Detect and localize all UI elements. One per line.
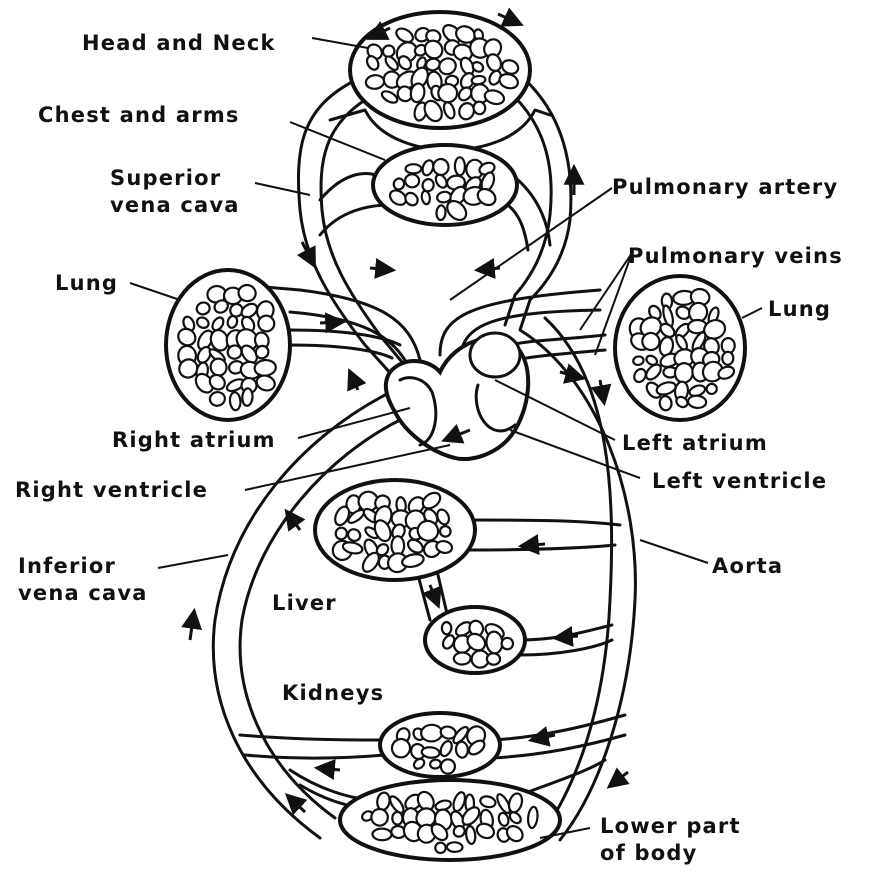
label-superior-vena-cava-line2: vena cava bbox=[110, 193, 240, 217]
label-left-ventricle: Left ventricle bbox=[652, 469, 827, 493]
label-right-ventricle: Right ventricle bbox=[15, 478, 208, 502]
capillary-cell bbox=[487, 653, 501, 665]
capillary-cell bbox=[722, 352, 733, 365]
label-inferior-vena-cava-line1: Inferior bbox=[18, 554, 116, 578]
capillary-cell bbox=[436, 205, 446, 220]
capillary-cell bbox=[688, 395, 707, 409]
label-right-atrium: Right atrium bbox=[112, 428, 276, 452]
capillary-cell bbox=[229, 392, 241, 411]
label-lower-body-line2: of body bbox=[600, 841, 697, 865]
capillary-cell bbox=[447, 842, 463, 852]
label-left-atrium: Left atrium bbox=[622, 431, 768, 455]
label-liver: Liver bbox=[272, 591, 337, 615]
label-lower-body-line1: Lower part bbox=[600, 814, 741, 838]
capillary-cell bbox=[242, 388, 253, 406]
capillary-cell bbox=[392, 812, 402, 825]
label-lung-left: Lung bbox=[55, 271, 118, 295]
label-lung-right: Lung bbox=[768, 297, 831, 321]
capillary-cell bbox=[406, 164, 422, 173]
capillary-cell bbox=[421, 746, 440, 758]
capillary-cell bbox=[372, 828, 391, 840]
capillary-cell bbox=[438, 83, 458, 103]
capillary-cell bbox=[454, 652, 471, 664]
label-superior-vena-cava-line1: Superior bbox=[110, 166, 221, 190]
capillary-cell bbox=[659, 396, 672, 411]
label-kidneys: Kidneys bbox=[282, 681, 384, 705]
capillary-cell bbox=[432, 158, 449, 176]
label-pulmonary-veins: Pulmonary veins bbox=[628, 244, 843, 268]
capillary-cell bbox=[442, 622, 452, 635]
capillary-cell bbox=[455, 741, 468, 758]
label-inferior-vena-cava-line2: vena cava bbox=[18, 581, 148, 605]
capillary-cell bbox=[486, 631, 504, 654]
capillary-cell bbox=[421, 724, 443, 741]
label-pulmonary-artery: Pulmonary artery bbox=[612, 175, 838, 199]
inferior-vena-cava bbox=[213, 395, 385, 838]
label-chest-arms: Chest and arms bbox=[38, 103, 240, 127]
label-aorta: Aorta bbox=[712, 554, 783, 578]
capillary-cell bbox=[365, 74, 385, 89]
capillary-cell bbox=[404, 174, 419, 188]
capillary-cell bbox=[501, 638, 513, 650]
capillary-cell bbox=[430, 759, 442, 769]
capillary-cell bbox=[632, 356, 644, 366]
capillary-cell bbox=[455, 157, 465, 175]
label-head-neck: Head and Neck bbox=[82, 31, 276, 55]
